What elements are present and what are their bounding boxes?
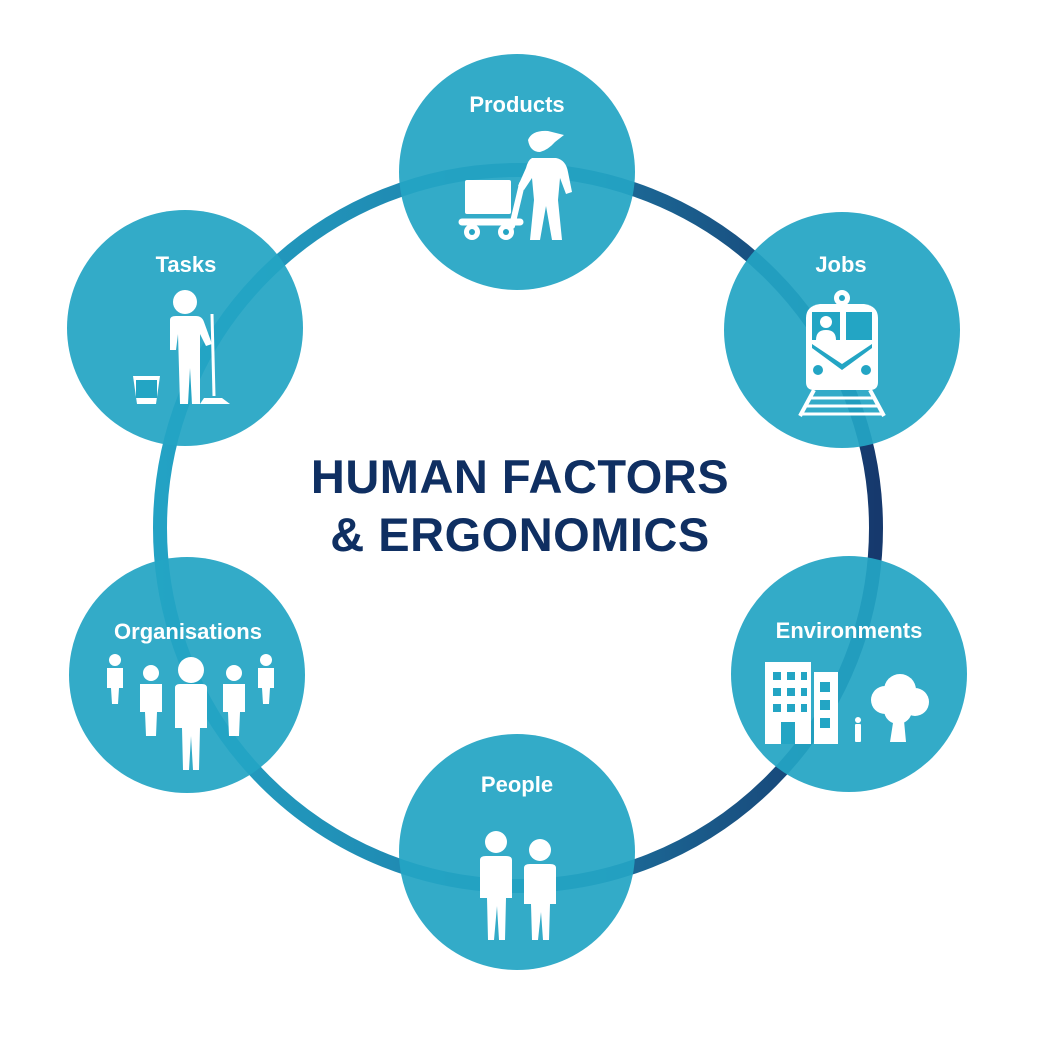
diagram-title-line-1: HUMAN FACTORS <box>310 450 730 503</box>
node-products-circle <box>399 54 635 290</box>
diagram-title: HUMAN FACTORS & ERGONOMICS <box>220 448 820 564</box>
node-label-environments: Environments <box>775 618 923 643</box>
person-pushing-cart-icon <box>458 130 572 240</box>
two-people-icon <box>480 831 556 940</box>
node-label-jobs: Jobs <box>815 252 867 277</box>
node-label-people: People <box>480 772 554 797</box>
node-people-circle <box>399 734 635 970</box>
node-label-organisations: Organisations <box>114 619 262 644</box>
node-label-products: Products <box>469 92 565 117</box>
train-driver-icon <box>798 290 886 417</box>
cleaner-with-mop-icon <box>133 290 230 404</box>
node-people <box>399 734 635 970</box>
node-label-tasks: Tasks <box>155 252 217 277</box>
node-products <box>399 54 635 290</box>
diagram-title-line-2: & ERGONOMICS <box>330 508 710 561</box>
group-of-people-icon <box>107 654 274 770</box>
building-tree-icon <box>765 662 929 744</box>
